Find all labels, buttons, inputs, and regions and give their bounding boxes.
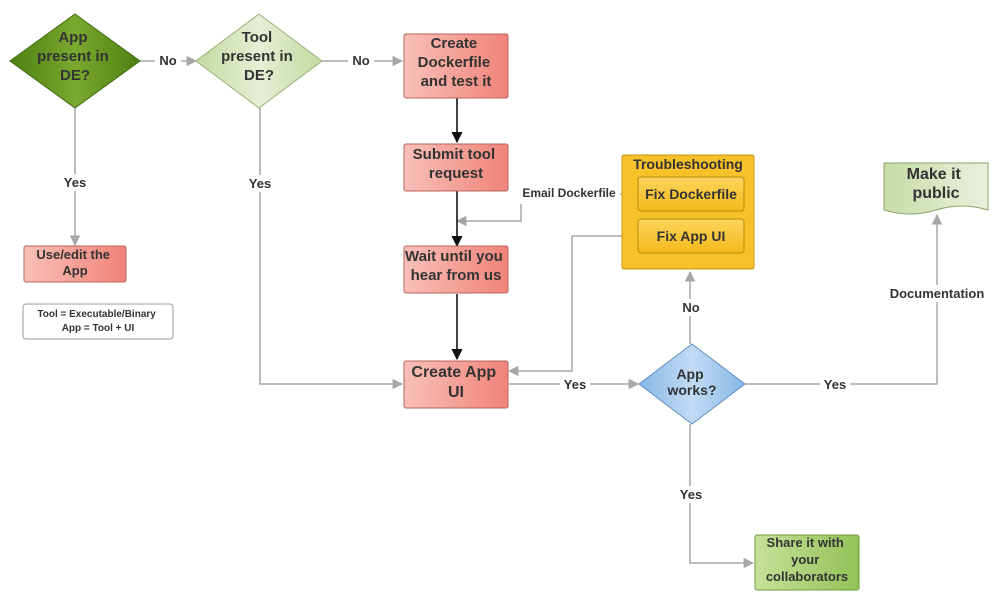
- legend: Tool = Executable/Binary App = Tool + UI: [22, 303, 174, 340]
- node-submit-tool-request: Submit tool request: [403, 143, 509, 192]
- node-create-dockerfile-line1: Create: [431, 35, 478, 52]
- label-tool-no: No: [352, 53, 369, 68]
- node-app-works-line1: App: [676, 366, 703, 382]
- legend-line1: Tool = Executable/Binary: [37, 309, 156, 320]
- svg-text:Create App UI: Create App UI: [411, 364, 500, 401]
- svg-text:Share it with your: Share it with your collaborators: [766, 535, 848, 584]
- svg-text:Tool present in DE: Tool present in DE?: [221, 29, 297, 84]
- edge-tool-yes: [259, 108, 404, 390]
- node-create-app-ui-line1: Create App: [411, 364, 496, 381]
- node-tool-present-line1: Tool: [242, 29, 273, 46]
- node-use-edit-line1: Use/edit the: [36, 247, 110, 262]
- label-works-yes-down: Yes: [680, 487, 702, 502]
- node-create-dockerfile: Create Dockerfile and test it: [403, 33, 509, 99]
- node-make-public: Make it public: [883, 162, 989, 215]
- node-tool-present-line3: DE?: [244, 67, 274, 84]
- node-fix-dockerfile: [637, 176, 745, 212]
- label-documentation: Documentation: [890, 286, 985, 301]
- node-use-edit-line2: App: [62, 263, 87, 278]
- node-app-works: App works?: [638, 343, 746, 425]
- fix-dockerfile-label: Fix Dockerfile: [645, 186, 737, 202]
- edge-fix-ui-return: [507, 235, 638, 377]
- node-app-present-line1: App: [58, 29, 87, 46]
- label-app-yes: Yes: [64, 175, 86, 190]
- node-wait-line1: Wait until you: [405, 248, 503, 265]
- label-email-dockerfile: Email Dockerfile: [522, 186, 616, 200]
- legend-line2: App = Tool + UI: [62, 323, 135, 334]
- node-make-public-line2: public: [912, 185, 959, 202]
- label-works-yes-right: Yes: [824, 377, 846, 392]
- svg-text:App present in DE?: App present in DE?: [37, 29, 113, 84]
- node-share: Share it with your collaborators: [754, 534, 860, 591]
- node-create-dockerfile-line3: and test it: [421, 73, 492, 90]
- svg-text:Make it public: Make it public: [907, 166, 966, 202]
- node-app-present: App present in DE?: [9, 13, 141, 109]
- node-share-line1: Share it with: [767, 535, 844, 550]
- label-tool-yes: Yes: [249, 176, 271, 191]
- svg-text:Create Dockerfile: Create Dockerfile and test it: [418, 35, 495, 90]
- node-make-public-line1: Make it: [907, 166, 962, 183]
- node-create-app-ui: Create App UI: [403, 360, 509, 409]
- node-use-edit-app: Use/edit the App: [23, 245, 127, 283]
- label-works-no: No: [682, 300, 699, 315]
- node-create-app-ui-line2: UI: [448, 384, 464, 401]
- node-app-present-line2: present in: [37, 48, 109, 65]
- fix-app-ui-label: Fix App UI: [657, 228, 726, 244]
- node-wait: Wait until you hear from us: [403, 245, 509, 294]
- edge-works-yes-down: [689, 424, 755, 569]
- node-app-works-line2: works?: [666, 382, 716, 398]
- node-troubleshooting: Troubleshooting Fix Dockerfile Fix App U…: [621, 154, 755, 270]
- node-share-line3: collaborators: [766, 569, 848, 584]
- svg-text:App works?: App works?: [666, 366, 716, 398]
- node-share-line2: your: [791, 552, 819, 567]
- svg-text:Submit tool request: Submit tool request: [413, 146, 500, 182]
- svg-text:Wait until you hear from: Wait until you hear from us: [405, 248, 507, 284]
- node-tool-present: Tool present in DE?: [195, 13, 323, 109]
- svg-text:Use/edit the App: Use/edit the App: [36, 247, 113, 278]
- edge-email-dockerfile: [455, 204, 522, 227]
- node-wait-line2: hear from us: [411, 267, 502, 284]
- node-submit-tool-line1: Submit tool: [413, 146, 496, 163]
- node-tool-present-line2: present in: [221, 48, 293, 65]
- svg-text:Tool = Executable/Binary: Tool = Executable/Binary App = Tool + UI: [37, 309, 158, 334]
- node-fix-app-ui: [637, 218, 745, 254]
- node-create-dockerfile-line2: Dockerfile: [418, 54, 491, 71]
- label-create-ui-yes: Yes: [564, 377, 586, 392]
- edge-works-yes-right: [745, 213, 943, 385]
- label-app-no: No: [159, 53, 176, 68]
- troubleshooting-title: Troubleshooting: [633, 156, 743, 172]
- node-app-present-line3: DE?: [60, 67, 90, 84]
- node-submit-tool-line2: request: [429, 165, 483, 182]
